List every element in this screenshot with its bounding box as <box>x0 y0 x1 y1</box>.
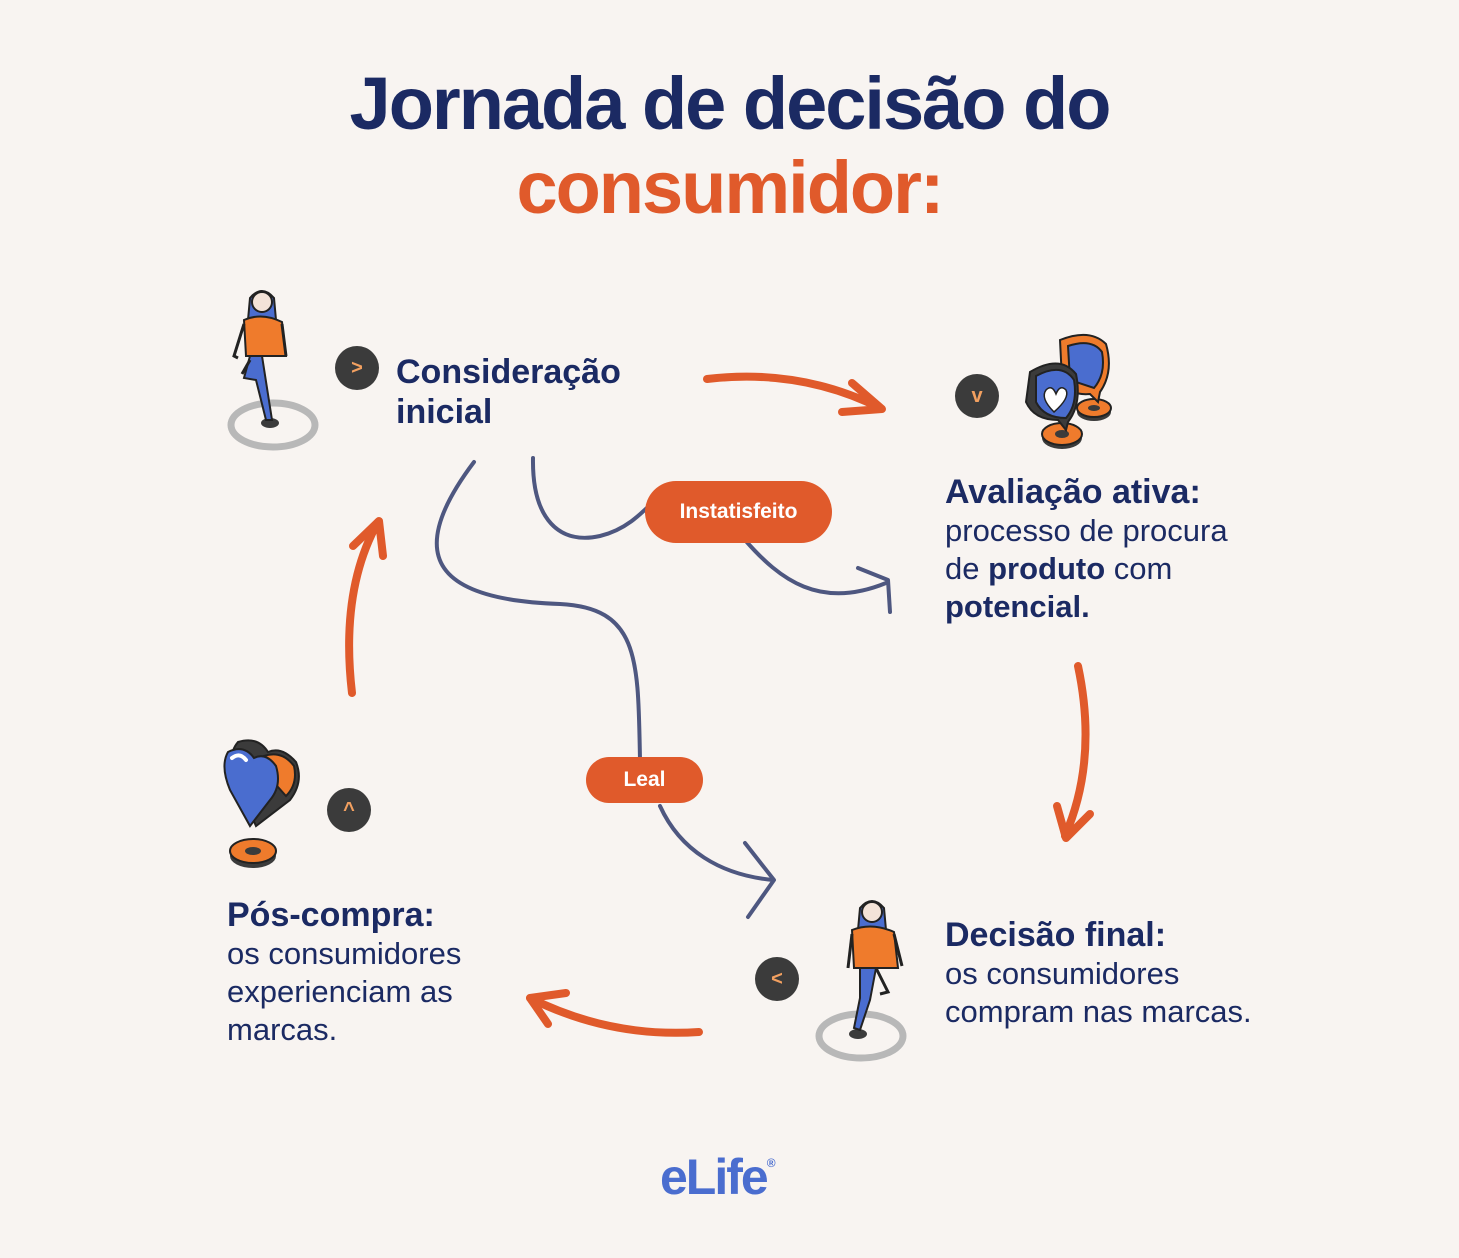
stage-active-evaluation: Avaliação ativa: processo de procura de … <box>945 472 1228 626</box>
registered-mark: ® <box>766 1156 776 1170</box>
stage-post-purchase: Pós-compra: os consumidores experienciam… <box>227 895 461 1049</box>
stage-active-body-3-bold: potencial. <box>945 589 1090 624</box>
stage-active-body-2b: produto <box>988 551 1106 586</box>
stage-final-head: Decisão final: <box>945 916 1167 954</box>
arrow-final-to-post <box>526 994 703 1037</box>
badge-post-glyph: ^ <box>343 798 355 821</box>
title-line-1: Jornada de decisão do <box>349 62 1112 145</box>
loyal-path-head <box>743 841 776 919</box>
badge-post: ^ <box>327 788 371 832</box>
arrow-post-to-initial-head <box>349 517 387 560</box>
loop-paths <box>434 456 892 919</box>
badge-initial-glyph: > <box>351 356 363 379</box>
stage-active-body-1: processo de procura <box>945 513 1228 548</box>
stage-active-body-2c: com <box>1105 551 1173 586</box>
stage-final-decision: Decisão final: os consumidores compram n… <box>945 915 1252 1031</box>
stage-post-head: Pós-compra: <box>227 896 435 934</box>
cycle-arrows <box>345 372 1094 1037</box>
badge-initial: > <box>335 346 379 390</box>
unsatisfied-path-head <box>856 566 892 614</box>
stage-post-body-2: experienciam as <box>227 974 453 1009</box>
heart-icon <box>223 739 300 868</box>
title-line-2: consumidor: <box>516 146 944 229</box>
loyal-label: Leal <box>586 757 703 803</box>
elife-logo: eLife® <box>660 1148 776 1206</box>
badge-active-glyph: v <box>971 384 983 407</box>
stage-final-body-2: compram nas marcas. <box>945 994 1252 1029</box>
arrow-initial-to-active-head <box>838 379 886 416</box>
arrow-active-to-final <box>1061 662 1090 840</box>
stage-active-body-2: de produto com <box>945 550 1228 588</box>
badge-final-glyph: < <box>771 967 783 990</box>
arrow-final-to-post-head <box>526 989 570 1028</box>
logo-text: eLife <box>660 1149 769 1205</box>
stage-initial-consideration: Consideração inicial <box>396 352 621 432</box>
arrow-post-to-initial <box>345 518 382 697</box>
arrow-initial-to-active <box>703 372 884 412</box>
stage-active-head: Avaliação ativa: <box>945 473 1201 511</box>
page-title: Jornada de decisão do consumidor: <box>0 62 1459 230</box>
badge-active: v <box>955 374 999 418</box>
walking-woman-icon-2 <box>815 900 907 1062</box>
unsatisfied-label: Instatisfeito <box>645 481 832 543</box>
loyal-path <box>434 460 775 882</box>
walking-woman-icon <box>227 290 319 451</box>
badge-final: < <box>755 957 799 1001</box>
stage-post-body-3: marcas. <box>227 1012 338 1047</box>
stage-post-body-1: os consumidores <box>227 936 462 971</box>
stage-active-body-3: potencial. <box>945 588 1228 626</box>
unsatisfied-path <box>530 456 888 596</box>
speech-bubbles-icon <box>1024 333 1112 449</box>
arrow-active-to-final-head <box>1053 802 1094 842</box>
stage-initial-head-1: Consideração <box>396 353 621 391</box>
stage-final-body-1: os consumidores <box>945 956 1180 991</box>
stage-active-body-2a: de <box>945 551 989 586</box>
stage-initial-head-2: inicial <box>396 393 493 431</box>
